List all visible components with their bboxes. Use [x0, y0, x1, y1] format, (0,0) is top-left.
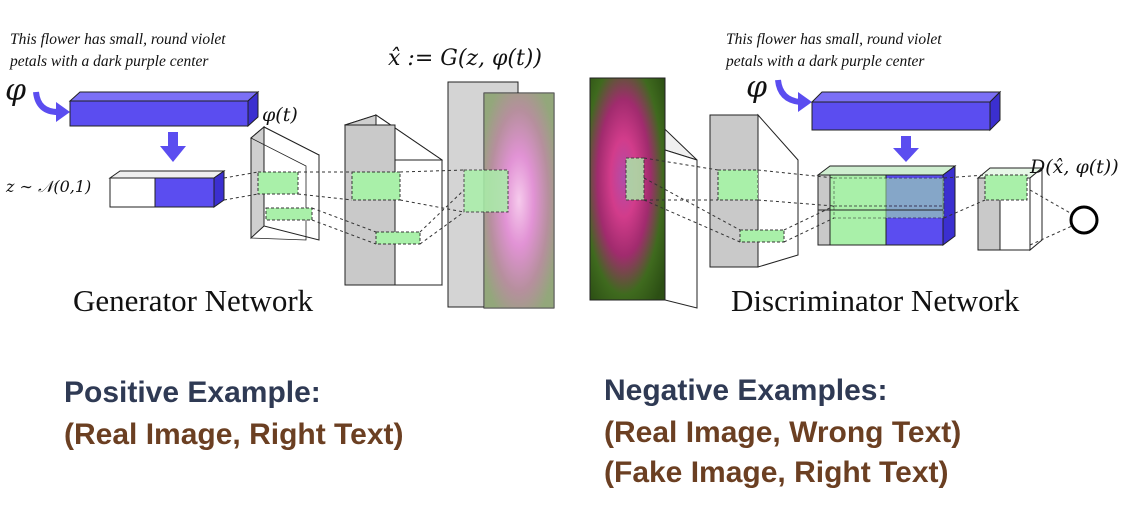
negative-example-line-2: (Fake Image, Right Text) [604, 456, 949, 489]
negative-examples-heading: Negative Examples: [604, 374, 888, 407]
negative-example-line-1: (Real Image, Wrong Text) [604, 416, 962, 449]
discriminator-final-layer [976, 166, 1044, 252]
generator-caption-line-2: petals with a dark purple center [10, 53, 209, 70]
generator-title: Generator Network [73, 283, 314, 318]
discriminator-layer-1 [709, 113, 799, 268]
generator-z-label: z ∼ 𝒩(0,1) [6, 177, 92, 196]
discriminator-down-arrow [893, 136, 919, 162]
generator-phi-symbol: φ [5, 73, 27, 108]
generator-noise-vector [108, 170, 226, 208]
discriminator-dashes-3 [943, 174, 1073, 246]
discriminator-output-node [1069, 205, 1099, 235]
discriminator-phi-arrow [775, 79, 812, 112]
generator-text-embedding [68, 90, 260, 128]
generator-layer-1 [250, 125, 320, 241]
discriminator-phi-symbol: φ [746, 70, 768, 105]
discriminator-output-label: D(x̂, φ(t)) [1030, 156, 1119, 178]
discriminator-dashes-1 [643, 157, 741, 243]
generator-dashes-2 [297, 171, 377, 245]
discriminator-concat-features [816, 165, 957, 246]
discriminator-title: Discriminator Network [731, 283, 1020, 318]
discriminator-text-embedding [810, 90, 1002, 132]
discriminator-dashes-2 [757, 169, 835, 243]
generator-dashes-3 [399, 169, 465, 245]
positive-example-line: (Real Image, Right Text) [64, 418, 404, 451]
discriminator-caption-line-1: This flower has small, round violet [726, 31, 942, 48]
generator-phi-t-label: φ(t) [262, 104, 298, 126]
generated-image [447, 81, 555, 309]
generator-caption-line-1: This flower has small, round violet [10, 31, 226, 48]
positive-example-heading: Positive Example: [64, 376, 321, 409]
generator-phi-arrow [33, 91, 70, 122]
discriminator-caption-line-2: petals with a dark purple center [726, 53, 925, 70]
generator-down-arrow [160, 132, 186, 162]
generator-output-label: x̂ := G(z, φ(t)) [388, 46, 542, 71]
generator-layer-2 [343, 114, 444, 286]
real-image-input [589, 77, 698, 309]
